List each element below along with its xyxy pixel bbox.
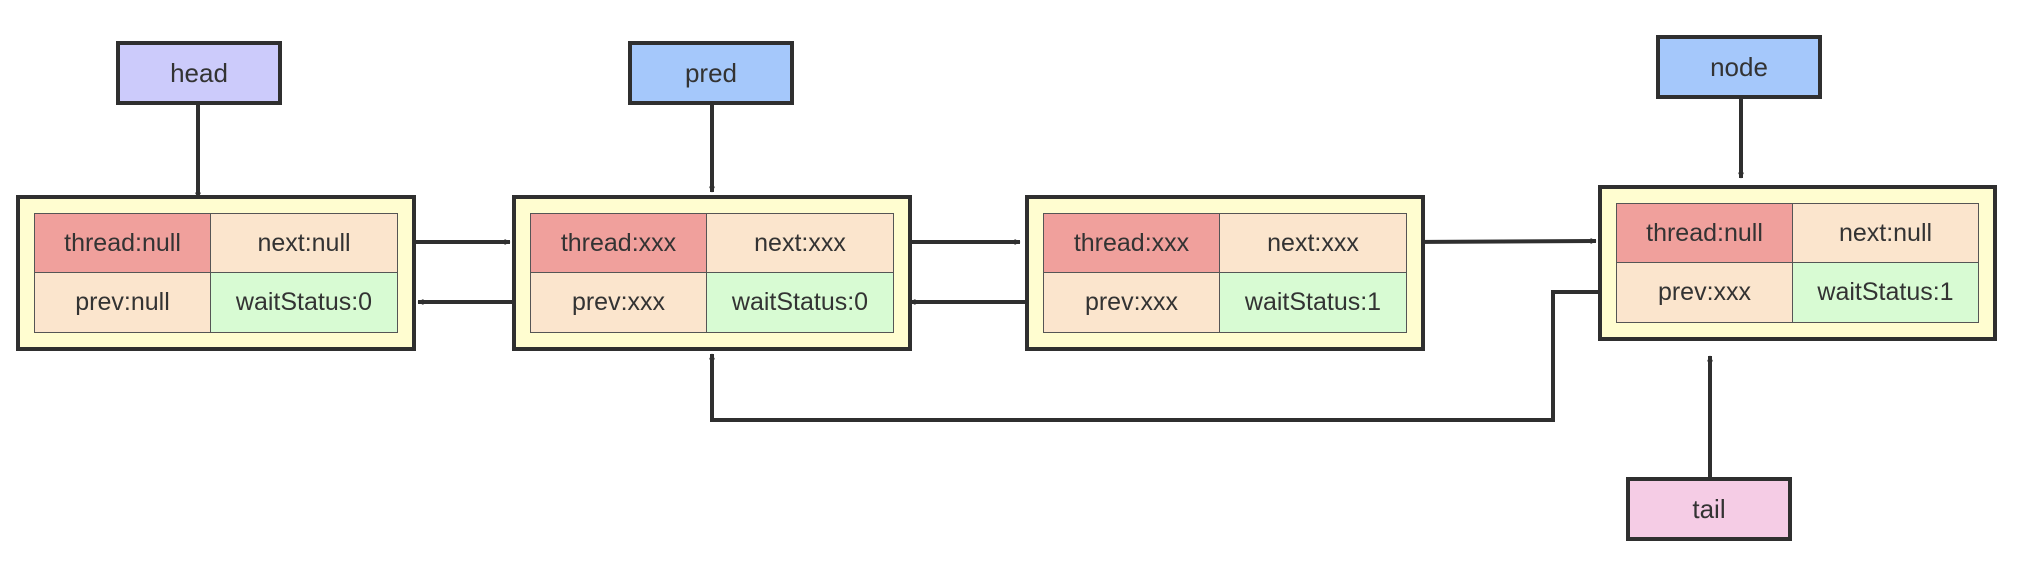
- prev-field: prev:xxx: [531, 273, 707, 332]
- wait-status-field: waitStatus:0: [211, 273, 397, 332]
- thread-field: thread:xxx: [531, 214, 707, 273]
- queue-node-3-fields: thread:null next:null prev:xxx waitStatu…: [1616, 203, 1979, 323]
- queue-node-3: thread:null next:null prev:xxx waitStatu…: [1598, 185, 1997, 341]
- node-pointer-box: node: [1656, 35, 1822, 99]
- head-pointer-box: head: [116, 41, 282, 105]
- queue-node-1-fields: thread:xxx next:xxx prev:xxx waitStatus:…: [530, 213, 894, 333]
- next-field: next:null: [1793, 204, 1978, 263]
- tail-pointer-label: tail: [1692, 493, 1726, 524]
- pred-pointer-box: pred: [628, 41, 794, 105]
- thread-field: thread:xxx: [1044, 214, 1220, 273]
- thread-field: thread:null: [1617, 204, 1793, 263]
- node-pointer-label: node: [1710, 51, 1768, 82]
- queue-node-0-fields: thread:null next:null prev:null waitStat…: [34, 213, 398, 333]
- pred-pointer-label: pred: [684, 57, 738, 88]
- thread-field: thread:null: [35, 214, 211, 273]
- prev-link-3-1: [709, 290, 1614, 422]
- wait-status-field: waitStatus:0: [707, 273, 893, 332]
- queue-node-2-fields: thread:xxx next:xxx prev:xxx waitStatus:…: [1043, 213, 1407, 333]
- next-field: next:xxx: [1220, 214, 1406, 273]
- next-field: next:null: [211, 214, 397, 273]
- next-field: next:xxx: [707, 214, 893, 273]
- tail-pointer-box: tail: [1626, 477, 1792, 541]
- head-pointer-label: head: [170, 57, 228, 88]
- wait-status-field: waitStatus:1: [1793, 263, 1978, 322]
- prev-field: prev:xxx: [1617, 263, 1793, 322]
- next-link-2-3: [1409, 238, 1597, 245]
- queue-node-2: thread:xxx next:xxx prev:xxx waitStatus:…: [1025, 195, 1425, 351]
- prev-field: prev:xxx: [1044, 273, 1220, 332]
- queue-node-1: thread:xxx next:xxx prev:xxx waitStatus:…: [512, 195, 912, 351]
- wait-status-field: waitStatus:1: [1220, 273, 1406, 332]
- prev-field: prev:null: [35, 273, 211, 332]
- queue-node-0: thread:null next:null prev:null waitStat…: [16, 195, 416, 351]
